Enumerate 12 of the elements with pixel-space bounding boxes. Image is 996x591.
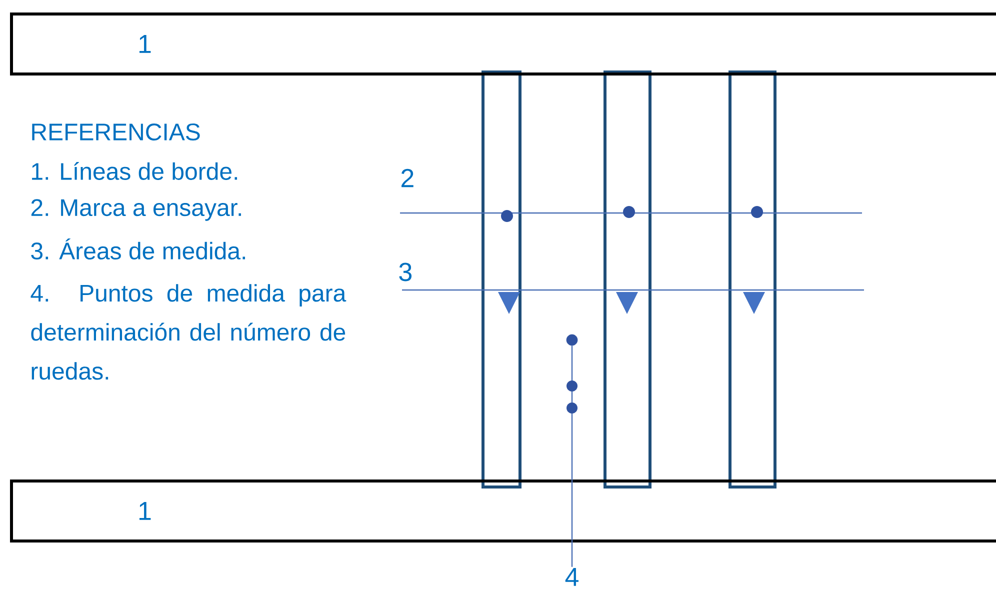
legend-heading: REFERENCIAS (32, 124, 200, 140)
legend-item: 3. Áreas de medida. (31, 238, 245, 260)
leader-line (571, 346, 573, 567)
callout-number: 3 (399, 262, 412, 282)
legend-item: 2. Marca a ensayar. (31, 199, 241, 221)
border-band: 1 (10, 479, 996, 542)
measure-point (566, 334, 578, 346)
callout-number: 4 (565, 568, 578, 586)
legend-item: 4. Puntos de medida para determinación del número de ruedas. (30, 284, 346, 380)
callout-number: 2 (402, 168, 414, 188)
border-band: 1 (10, 12, 996, 76)
legend-item: 1. Líneas de borde. (32, 162, 238, 180)
